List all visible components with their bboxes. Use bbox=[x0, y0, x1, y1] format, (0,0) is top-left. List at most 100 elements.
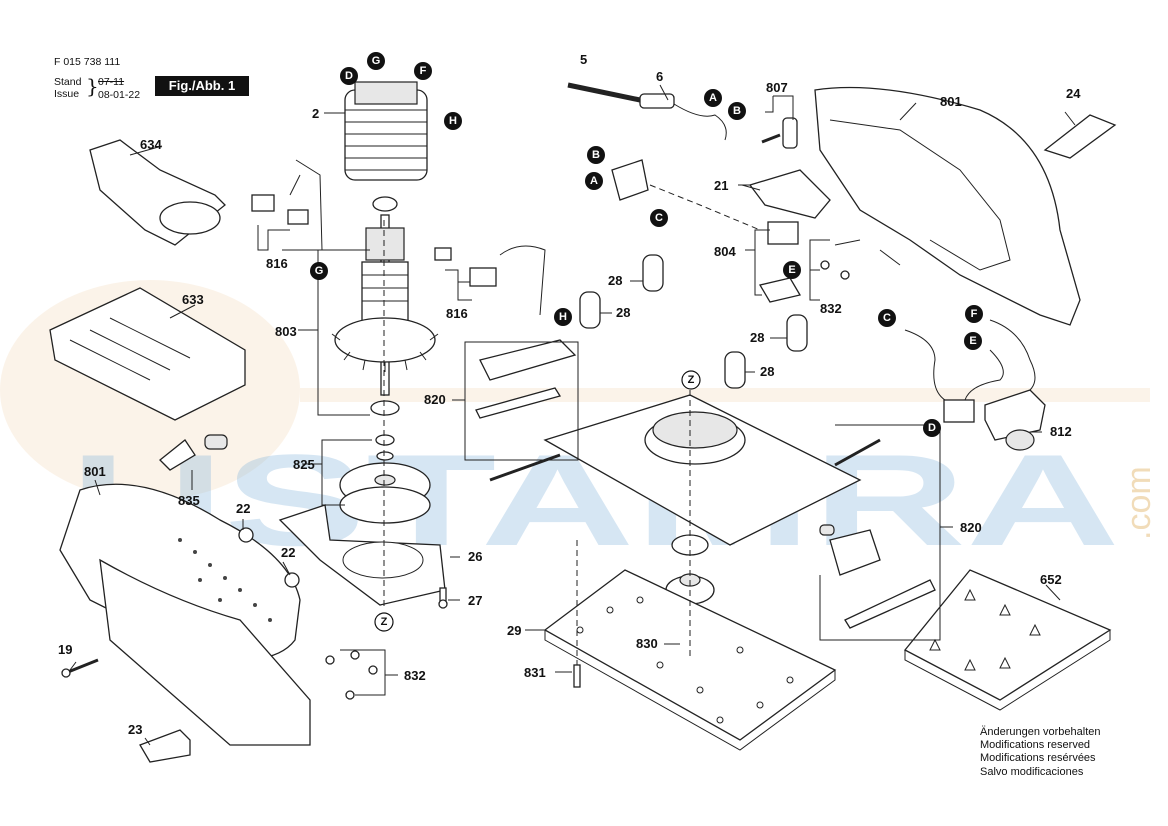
label-part-830: 830 bbox=[636, 636, 658, 651]
label-part-803: 803 bbox=[275, 324, 297, 339]
svg-text:D: D bbox=[928, 422, 936, 434]
connector-z-fan: Z bbox=[374, 612, 394, 632]
connector-h-top: H bbox=[444, 112, 462, 130]
watermark-suffix: .com bbox=[1120, 466, 1158, 540]
label-part-807: 807 bbox=[766, 80, 788, 95]
connector-e-module: E bbox=[964, 332, 982, 350]
connector-c-switch: C bbox=[650, 209, 668, 227]
label-part-28c: 28 bbox=[750, 330, 764, 345]
label-part-832b: 832 bbox=[820, 301, 842, 316]
svg-text:C: C bbox=[883, 312, 891, 324]
note-spanish: Salvo modificaciones bbox=[980, 765, 1084, 778]
note-german: Änderungen vorbehalten bbox=[980, 726, 1101, 738]
bracket-right bbox=[829, 529, 881, 576]
sleeve-d bbox=[724, 351, 746, 389]
connector-c-module: C bbox=[878, 309, 896, 327]
sleeve-a bbox=[642, 254, 664, 292]
svg-text:H: H bbox=[559, 311, 567, 323]
spring bbox=[819, 524, 835, 536]
carbon-brush-set-right bbox=[434, 245, 546, 316]
svg-text:Z: Z bbox=[381, 616, 388, 628]
label-part-28a: 28 bbox=[608, 273, 622, 288]
label-part-801b: 801 bbox=[940, 94, 962, 109]
svg-text:F: F bbox=[420, 65, 427, 77]
label-part-5: 5 bbox=[580, 52, 587, 67]
switch-lever bbox=[159, 434, 228, 471]
svg-text:E: E bbox=[969, 335, 976, 347]
label-part-22b: 22 bbox=[281, 545, 295, 560]
connector-g-brush: G bbox=[310, 262, 328, 280]
label-part-804: 804 bbox=[714, 244, 736, 259]
svg-text:A: A bbox=[709, 92, 717, 104]
label-part-633: 633 bbox=[182, 292, 204, 307]
label-part-634: 634 bbox=[140, 137, 162, 152]
label-part-652: 652 bbox=[1040, 572, 1062, 587]
carbon-brush-set-left bbox=[251, 159, 323, 251]
label-part-26: 26 bbox=[468, 549, 482, 564]
label-part-22a: 22 bbox=[236, 501, 250, 516]
svg-text:G: G bbox=[315, 265, 324, 277]
label-part-816a: 816 bbox=[266, 256, 288, 271]
label-part-835: 835 bbox=[178, 493, 200, 508]
connector-z-plate: Z bbox=[681, 370, 701, 390]
label-part-21: 21 bbox=[714, 178, 728, 193]
svg-text:E: E bbox=[788, 264, 795, 276]
screw-set-right bbox=[820, 239, 901, 280]
cable-clamp bbox=[782, 117, 798, 149]
brace: } bbox=[86, 74, 99, 98]
clip bbox=[139, 729, 191, 763]
old-date: 07-11 bbox=[98, 76, 125, 88]
label-part-24: 24 bbox=[1066, 86, 1081, 101]
connector-f-top: F bbox=[414, 62, 432, 80]
label-part-29: 29 bbox=[507, 623, 521, 638]
connector-a-cable: A bbox=[704, 89, 722, 107]
svg-text:A: A bbox=[590, 175, 598, 187]
svg-text:H: H bbox=[449, 115, 457, 127]
label-part-2: 2 bbox=[312, 106, 319, 121]
new-date: 08-01-22 bbox=[98, 89, 141, 101]
svg-text:B: B bbox=[733, 105, 741, 117]
figure-label: Fig./Abb. 1 bbox=[155, 76, 249, 96]
connector-d-top: D bbox=[340, 67, 358, 85]
connector-b-cable: B bbox=[728, 102, 746, 120]
svg-text:Z: Z bbox=[688, 374, 695, 386]
sleeve-c bbox=[786, 314, 808, 352]
power-cable bbox=[567, 82, 727, 141]
bushing-22a bbox=[238, 527, 254, 543]
svg-text:B: B bbox=[592, 149, 600, 161]
screw-27 bbox=[438, 587, 448, 609]
note-english: Modifications reserved bbox=[980, 739, 1091, 752]
issue-label: Issue bbox=[54, 88, 80, 100]
connector-b-switch: B bbox=[587, 146, 605, 164]
connector-g-top: G bbox=[367, 52, 385, 70]
screw-831 bbox=[573, 664, 581, 688]
svg-text:F: F bbox=[971, 308, 978, 320]
switch-lever-top bbox=[748, 169, 831, 219]
screw-19 bbox=[61, 658, 99, 678]
sleeve-b bbox=[579, 291, 601, 329]
cover bbox=[1043, 114, 1117, 159]
fan bbox=[339, 462, 431, 524]
housing-right bbox=[814, 86, 1081, 326]
stand-label: Stand bbox=[54, 76, 82, 88]
label-part-831: 831 bbox=[524, 665, 546, 680]
motor-field-coil bbox=[344, 81, 428, 181]
screw-set-left bbox=[325, 650, 378, 700]
label-part-6: 6 bbox=[656, 69, 663, 84]
armature bbox=[331, 214, 439, 396]
bushing-22b bbox=[284, 572, 300, 588]
connector-f-module: F bbox=[965, 305, 983, 323]
label-part-832a: 832 bbox=[404, 668, 426, 683]
svg-text:C: C bbox=[655, 212, 663, 224]
dust-box bbox=[49, 287, 246, 421]
connector-d-module: D bbox=[923, 419, 941, 437]
label-part-23: 23 bbox=[128, 722, 142, 737]
bearing-lower bbox=[370, 400, 400, 416]
label-part-28b: 28 bbox=[616, 305, 630, 320]
label-part-812: 812 bbox=[1050, 424, 1072, 439]
label-part-825: 825 bbox=[293, 457, 315, 472]
label-part-820a: 820 bbox=[424, 392, 446, 407]
label-part-27: 27 bbox=[468, 593, 482, 608]
note-french: Modifications resérvées bbox=[980, 752, 1096, 765]
